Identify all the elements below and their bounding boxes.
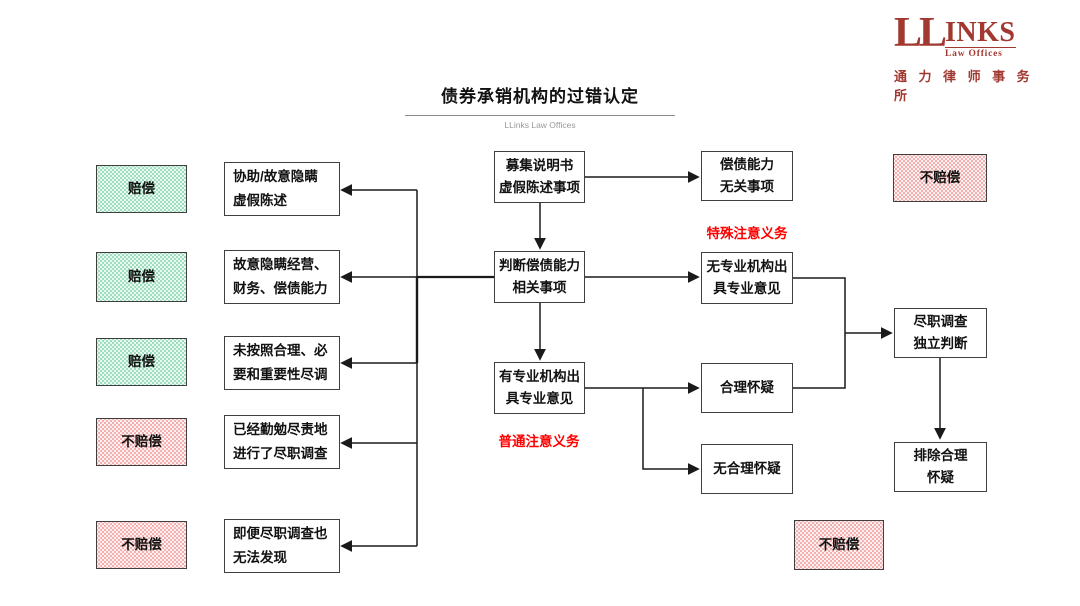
cause-label: 故意隐瞒经营、 财务、偿债能力 (233, 257, 328, 296)
node-label: 募集说明书 虚假陈述事项 (499, 158, 580, 195)
llinks-logo-wordmark: LL INKS Law Offices (894, 10, 1034, 59)
cause-box-2: 故意隐瞒经营、 财务、偿债能力 (224, 250, 340, 304)
special-duty-note: 特殊注意义务 (706, 226, 788, 241)
cause-box-1: 协助/故意隐瞒 虚假陈述 (224, 162, 340, 216)
node-prospectus-misrepresentation: 募集说明书 虚假陈述事项 (494, 151, 585, 203)
outcome-compensate-1: 赔偿 (96, 165, 187, 213)
node-reasonable-doubt: 合理怀疑 (701, 363, 793, 413)
cause-box-3: 未按照合理、必 要和重要性尽调 (224, 336, 340, 390)
outcome-no-compensate-bottom-right: 不赔偿 (794, 520, 884, 570)
outcome-label: 不赔偿 (121, 434, 162, 449)
node-judge-solvency-related: 判断偿债能力 相关事项 (494, 251, 585, 303)
cause-label: 已经勤勉尽责地 进行了尽职调查 (233, 422, 328, 461)
node-label: 合理怀疑 (720, 380, 774, 395)
outcome-label: 不赔偿 (121, 537, 162, 552)
outcome-compensate-3: 赔偿 (96, 338, 187, 386)
outcome-label: 不赔偿 (919, 170, 961, 185)
outcome-no-compensate-top-right: 不赔偿 (893, 154, 987, 202)
outcome-no-compensate-2: 不赔偿 (96, 521, 187, 569)
logo-inks-text: INKS (945, 17, 1016, 48)
llinks-logo: LL INKS Law Offices 通 力 律 师 事 务 所 (894, 10, 1034, 104)
outcome-no-compensate-1: 不赔偿 (96, 418, 187, 466)
outcome-label: 赔偿 (128, 354, 155, 369)
node-professional-opinion-present: 有专业机构出 具专业意见 (494, 362, 585, 414)
node-exclude-reasonable-doubt: 排除合理 怀疑 (894, 442, 987, 492)
cause-label: 即便尽职调查也 无法发现 (233, 526, 328, 565)
cause-label: 协助/故意隐瞒 虚假陈述 (233, 169, 318, 208)
node-label: 无合理怀疑 (713, 461, 781, 476)
ordinary-duty-note: 普通注意义务 (498, 434, 580, 449)
outcome-label: 不赔偿 (818, 537, 860, 552)
page-title: 债券承销机构的过错认定 (441, 87, 639, 106)
title-underline (405, 115, 675, 116)
cause-box-4: 已经勤勉尽责地 进行了尽职调查 (224, 415, 340, 469)
node-solvency-unrelated: 偿债能力 无关事项 (701, 151, 793, 201)
cause-box-5: 即便尽职调查也 无法发现 (224, 519, 340, 573)
node-label: 判断偿债能力 相关事项 (499, 258, 580, 295)
node-label: 尽职调查 独立判断 (913, 314, 968, 351)
node-no-reasonable-doubt: 无合理怀疑 (701, 444, 793, 494)
outcome-label: 赔偿 (128, 181, 155, 196)
node-due-diligence-independent-judgment: 尽职调查 独立判断 (894, 308, 987, 358)
page-subtitle: LLinks Law Offices (504, 120, 576, 130)
outcome-compensate-2: 赔偿 (96, 252, 187, 302)
node-no-professional-opinion: 无专业机构出 具专业意见 (701, 252, 793, 304)
logo-ll-text: LL (894, 10, 947, 56)
cause-label: 未按照合理、必 要和重要性尽调 (233, 343, 328, 382)
node-label: 排除合理 怀疑 (913, 448, 968, 485)
logo-law-offices-text: Law Offices (945, 46, 1016, 59)
node-label: 有专业机构出 具专业意见 (499, 369, 580, 406)
logo-chinese-name: 通 力 律 师 事 务 所 (894, 69, 1034, 104)
node-label: 偿债能力 无关事项 (720, 157, 774, 194)
node-label: 无专业机构出 具专业意见 (706, 259, 788, 296)
outcome-label: 赔偿 (128, 269, 155, 284)
